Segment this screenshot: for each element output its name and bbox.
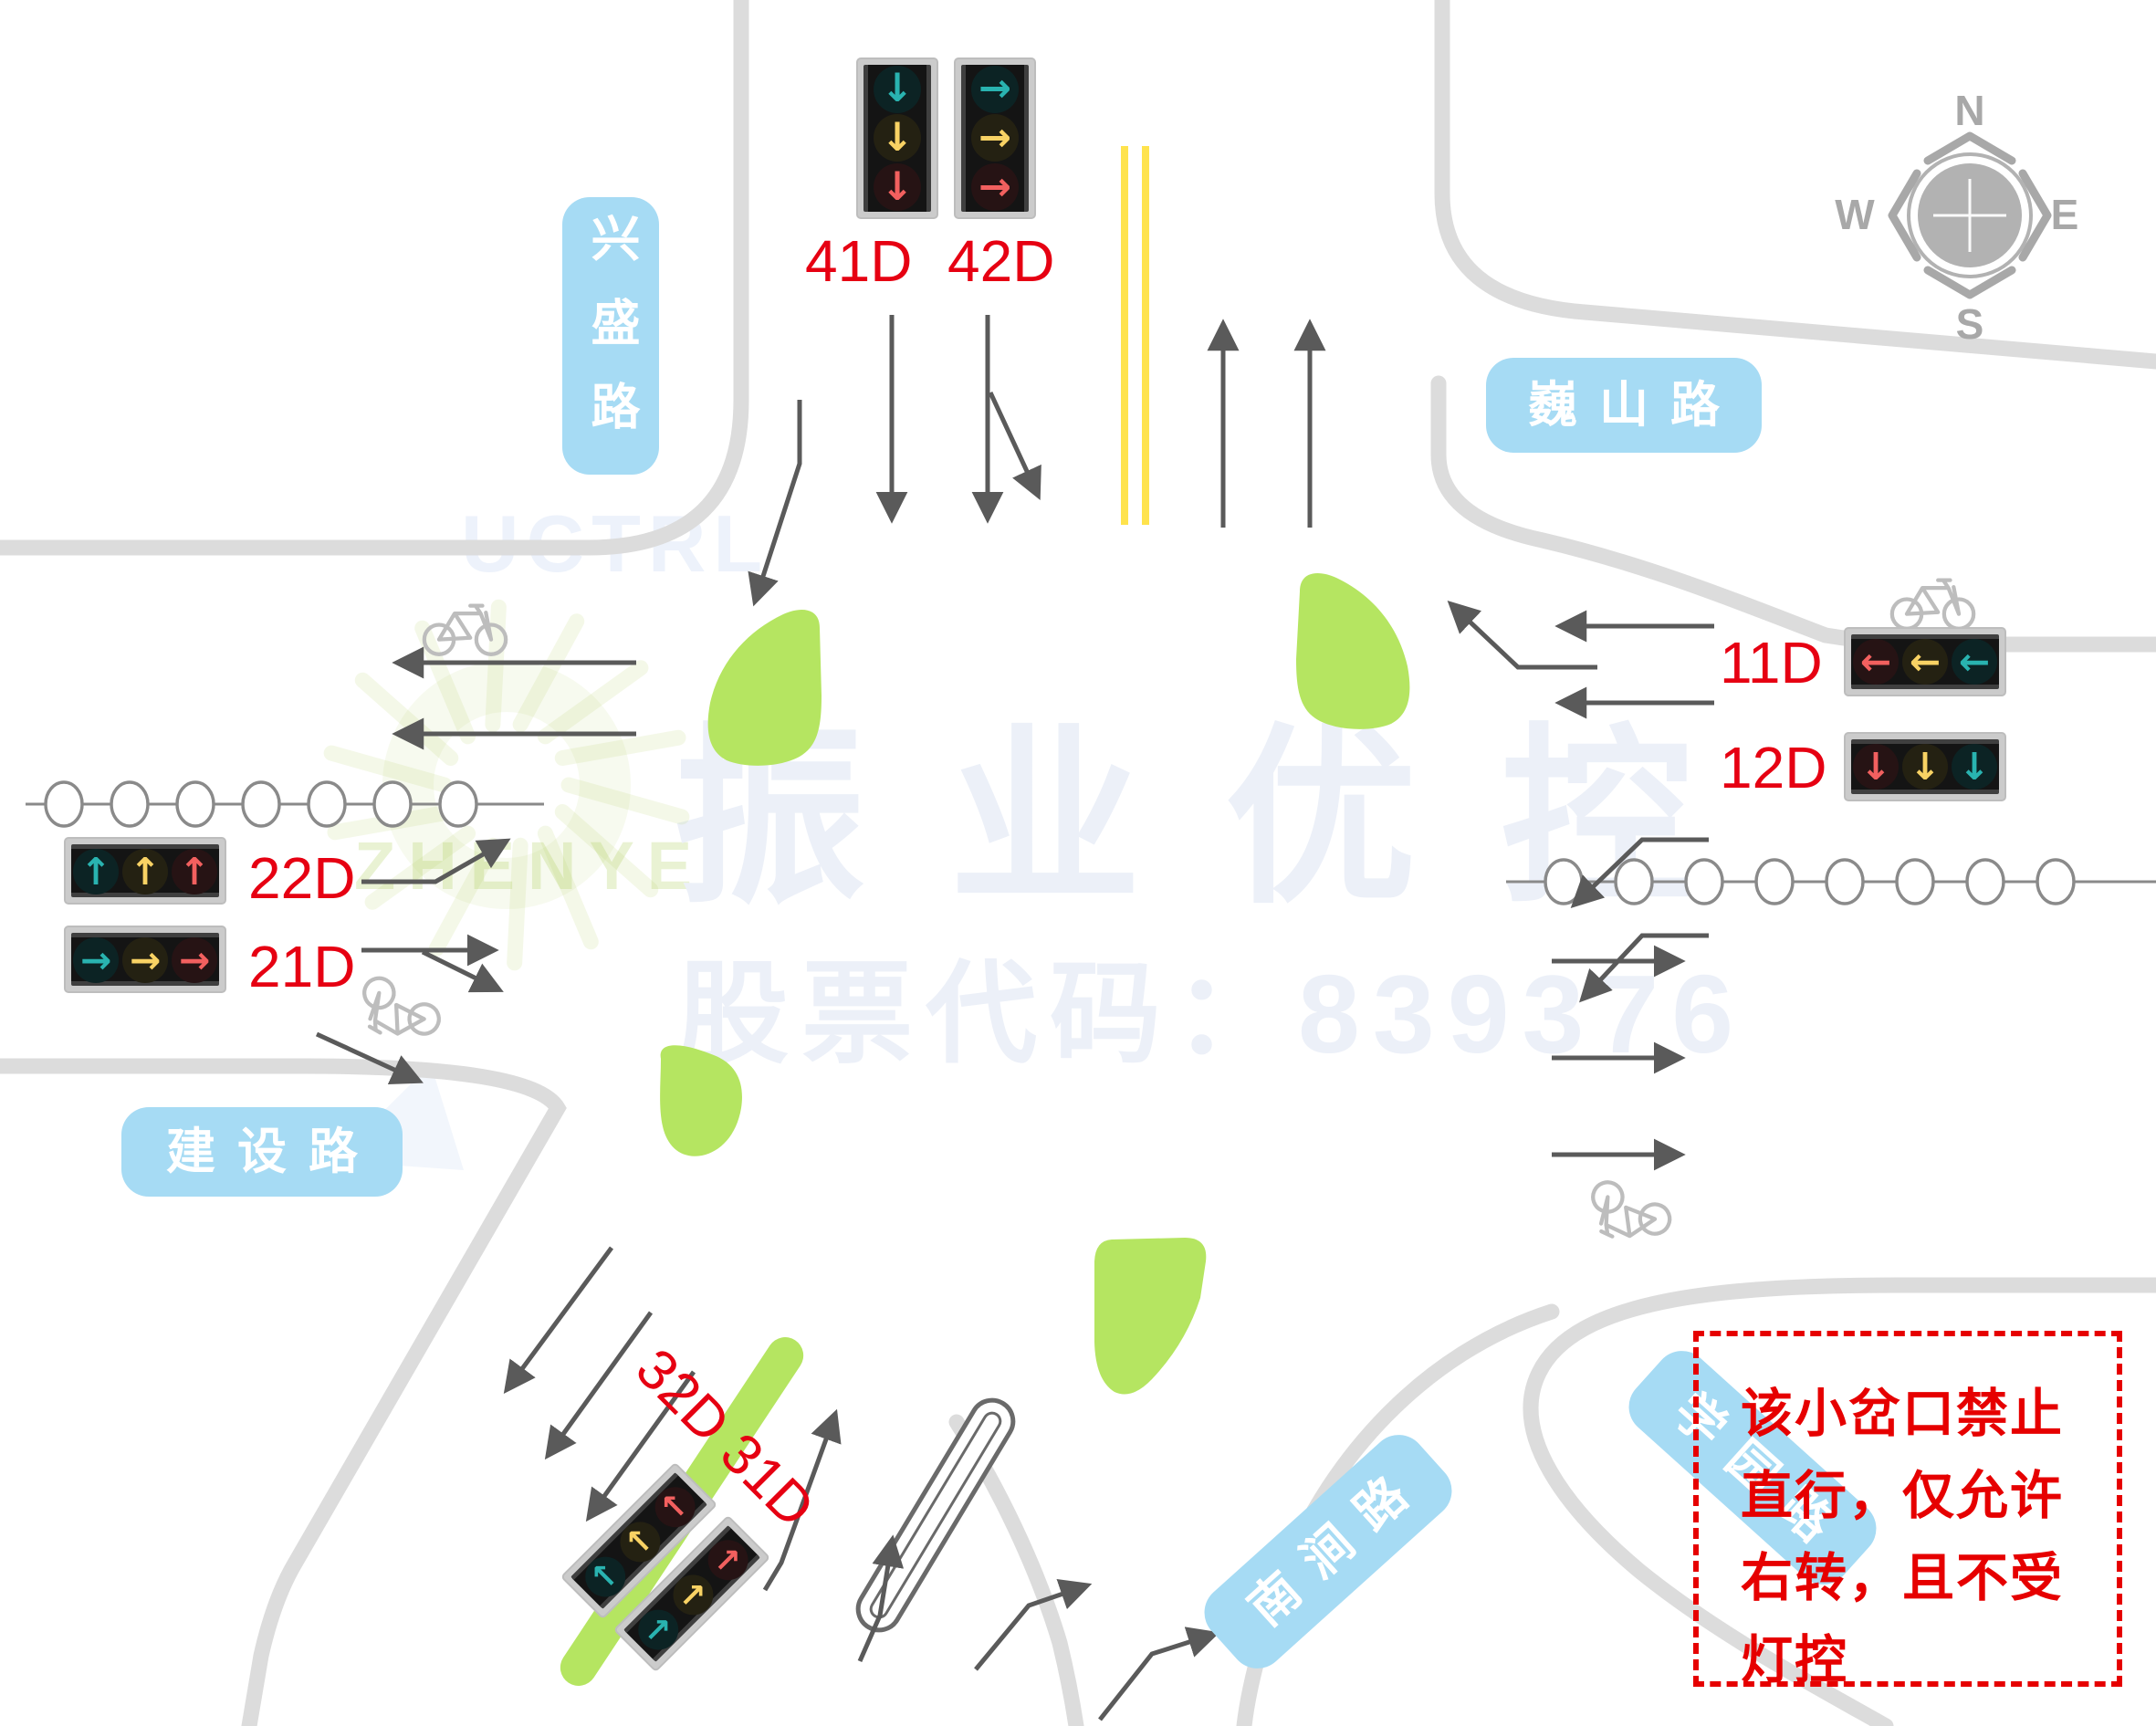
note-line: 灯控 xyxy=(1741,1631,1848,1690)
curb-east-xueyuan xyxy=(1523,1277,2156,1726)
crosswalk-west xyxy=(26,780,544,828)
bicycle-east-lower xyxy=(1580,1177,1674,1256)
curb-northeast-upper xyxy=(1434,0,2156,370)
flow-ne-right-turn xyxy=(1447,600,1597,670)
island-south xyxy=(1094,1238,1207,1395)
leader-21d-b xyxy=(421,949,504,993)
note-line: 直行，仅允许 xyxy=(1741,1467,2064,1526)
flow-south-right-branch xyxy=(988,391,1041,500)
compass-chevron-east xyxy=(2018,169,2052,262)
watermark-swoosh xyxy=(333,1064,464,1170)
island-southwest xyxy=(660,1045,742,1156)
flow-sw-2 xyxy=(544,1311,654,1460)
compass-chevron-west xyxy=(1888,169,1921,262)
flow-fork-right-2 xyxy=(1098,1627,1220,1721)
compass-rose xyxy=(1888,131,2052,299)
compass-label-w: W xyxy=(1835,191,1875,238)
watermark-stock-code: 股票代码：839376 xyxy=(677,952,1747,1076)
flow-arrows xyxy=(315,315,1714,1721)
leader-12d-a xyxy=(1570,837,1709,909)
compass-chevron-south xyxy=(1923,266,2016,299)
note-line: 右转，且不受 xyxy=(1741,1549,2064,1608)
island-northwest xyxy=(707,609,822,766)
flow-fork-right-1 xyxy=(974,1578,1093,1671)
double-yellow-line xyxy=(1121,146,1149,525)
flow-sw-1 xyxy=(503,1246,614,1395)
curb-nanjian-right xyxy=(1236,1303,1560,1726)
curb-north-west xyxy=(0,0,749,556)
bicycle-east-upper xyxy=(1892,581,1973,629)
compass-label-n: N xyxy=(1954,87,1985,134)
curb-west-south xyxy=(0,1058,567,1726)
flow-south-curve xyxy=(748,400,802,607)
leader-12d-b xyxy=(1579,933,1709,1003)
watermark-logo-name: ZHENYE xyxy=(354,828,706,904)
curb-northeast-lower xyxy=(1430,375,2156,653)
note-line: 该小岔口禁止 xyxy=(1741,1385,2064,1443)
flow-fork-up-2 xyxy=(857,1534,905,1663)
compass-label-e: E xyxy=(2050,191,2079,238)
note-box: 该小岔口禁止 直行，仅允许 右转，且不受 灯控 xyxy=(1693,1331,2122,1689)
island-northeast xyxy=(1296,572,1410,729)
bicycle-west-lower xyxy=(350,973,445,1056)
compass-label-s: S xyxy=(1955,300,1984,348)
crosswalk-pill xyxy=(855,1397,1016,1633)
compass-chevron-north xyxy=(1923,131,2016,165)
leader-22d xyxy=(361,838,511,884)
leader-21d-c xyxy=(315,1031,424,1084)
crosswalk-east xyxy=(1506,858,2156,905)
